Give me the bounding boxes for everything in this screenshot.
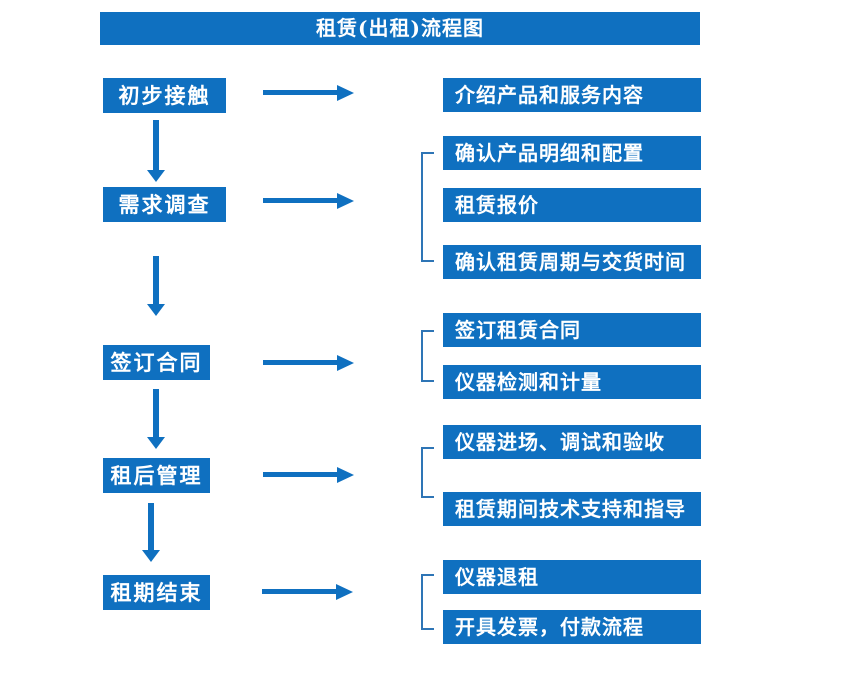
down-arrow-icon-3 bbox=[147, 389, 165, 449]
step-box-5: 租期结束 bbox=[103, 575, 210, 610]
bracket-group-2 bbox=[421, 152, 434, 262]
detail-box-1-1: 介绍产品和服务内容 bbox=[443, 78, 701, 112]
detail-box-5-2: 开具发票，付款流程 bbox=[443, 610, 701, 644]
down-arrow-icon-1 bbox=[147, 120, 165, 182]
step-box-3: 签订合同 bbox=[103, 345, 210, 380]
bracket-group-4 bbox=[421, 447, 434, 498]
down-arrow-icon-2 bbox=[147, 256, 165, 316]
detail-box-4-1: 仪器进场、调试和验收 bbox=[443, 425, 701, 459]
detail-box-3-2: 仪器检测和计量 bbox=[443, 365, 701, 399]
right-arrow-icon-5 bbox=[262, 584, 353, 600]
right-arrow-icon-4 bbox=[263, 467, 354, 483]
step-box-1: 初步接触 bbox=[103, 78, 226, 113]
right-arrow-icon-2 bbox=[263, 193, 354, 209]
step-box-2: 需求调查 bbox=[103, 187, 226, 222]
detail-box-5-1: 仪器退租 bbox=[443, 560, 701, 594]
right-arrow-icon-3 bbox=[263, 355, 354, 371]
right-arrow-icon-1 bbox=[263, 85, 354, 101]
detail-box-2-2: 租赁报价 bbox=[443, 188, 701, 222]
detail-box-2-1: 确认产品明细和配置 bbox=[443, 136, 701, 170]
detail-box-4-2: 租赁期间技术支持和指导 bbox=[443, 492, 701, 526]
detail-box-2-3: 确认租赁周期与交货时间 bbox=[443, 245, 701, 279]
step-box-4: 租后管理 bbox=[103, 458, 210, 493]
down-arrow-icon-4 bbox=[142, 503, 160, 562]
bracket-group-3 bbox=[421, 330, 434, 382]
bracket-group-5 bbox=[421, 574, 434, 630]
detail-box-3-1: 签订租赁合同 bbox=[443, 313, 701, 347]
flowchart-title: 租赁(出租)流程图 bbox=[100, 12, 700, 45]
